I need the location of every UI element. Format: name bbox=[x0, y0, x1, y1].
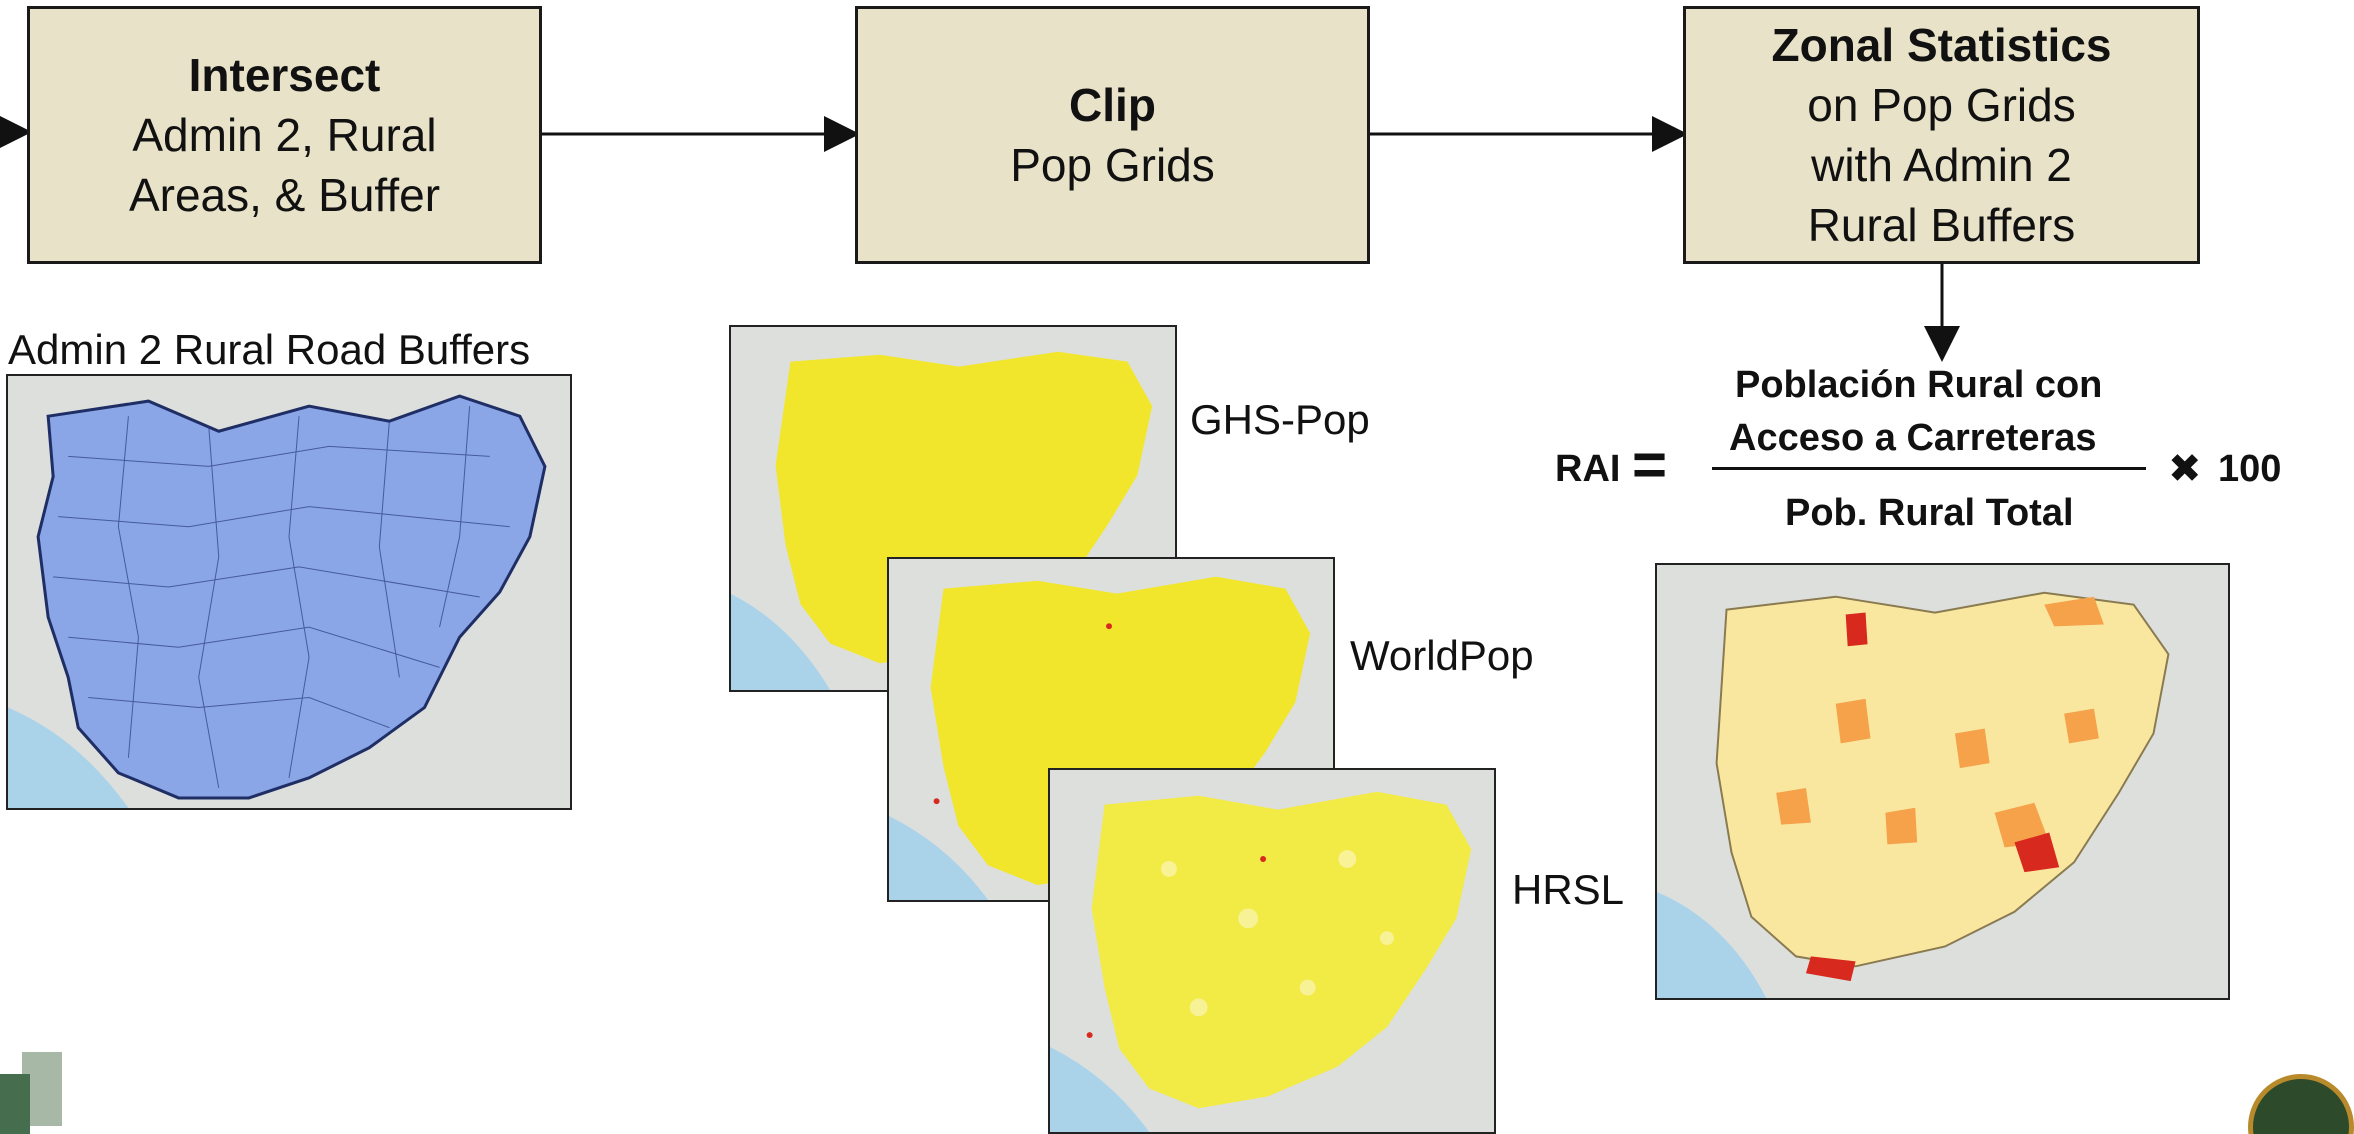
intersect-title: Intersect bbox=[188, 49, 381, 101]
intersect-line-2: Areas, & Buffer bbox=[128, 169, 441, 221]
multiplier: 100 bbox=[2218, 448, 2282, 490]
road-buffers-map bbox=[6, 374, 572, 810]
intersect-line-1: Admin 2, Rural bbox=[132, 109, 437, 161]
hrsl-label: HRSL bbox=[1512, 866, 1625, 913]
zonal-statistics-step-box: Zonal Statistics on Pop Grids with Admin… bbox=[1683, 6, 2200, 264]
ghs-pop-label: GHS-Pop bbox=[1190, 396, 1370, 443]
road-buffers-label: Admin 2 Rural Road Buffers bbox=[8, 326, 531, 373]
numerator-line-2: Acceso a Carreteras bbox=[1729, 417, 2097, 459]
clip-step-box: Clip Pop Grids bbox=[855, 6, 1370, 264]
hrsl-map bbox=[1048, 768, 1496, 1134]
rai-lhs: RAI bbox=[1555, 448, 1621, 490]
zonal-line-2: with Admin 2 bbox=[1811, 139, 2072, 191]
zonal-line-3: Rural Buffers bbox=[1807, 199, 2076, 251]
rai-result-map bbox=[1655, 563, 2230, 1000]
fraction-bar bbox=[1712, 467, 2146, 470]
logo-squares bbox=[0, 1052, 62, 1134]
numerator-line-1: Población Rural con bbox=[1735, 364, 2103, 406]
clip-title: Clip bbox=[1069, 79, 1156, 131]
clip-line-1: Pop Grids bbox=[1010, 139, 1215, 191]
worldpop-label: WorldPop bbox=[1350, 632, 1534, 679]
equals-sign: = bbox=[1632, 431, 1668, 498]
seal-logo bbox=[2248, 1074, 2354, 1134]
zonal-line-1: on Pop Grids bbox=[1807, 79, 2076, 131]
intersect-step-box: Intersect Admin 2, Rural Areas, & Buffer bbox=[27, 6, 542, 264]
times-icon: ✖ bbox=[2168, 447, 2202, 491]
zonal-title: Zonal Statistics bbox=[1771, 19, 2112, 71]
denominator: Pob. Rural Total bbox=[1785, 492, 2074, 534]
